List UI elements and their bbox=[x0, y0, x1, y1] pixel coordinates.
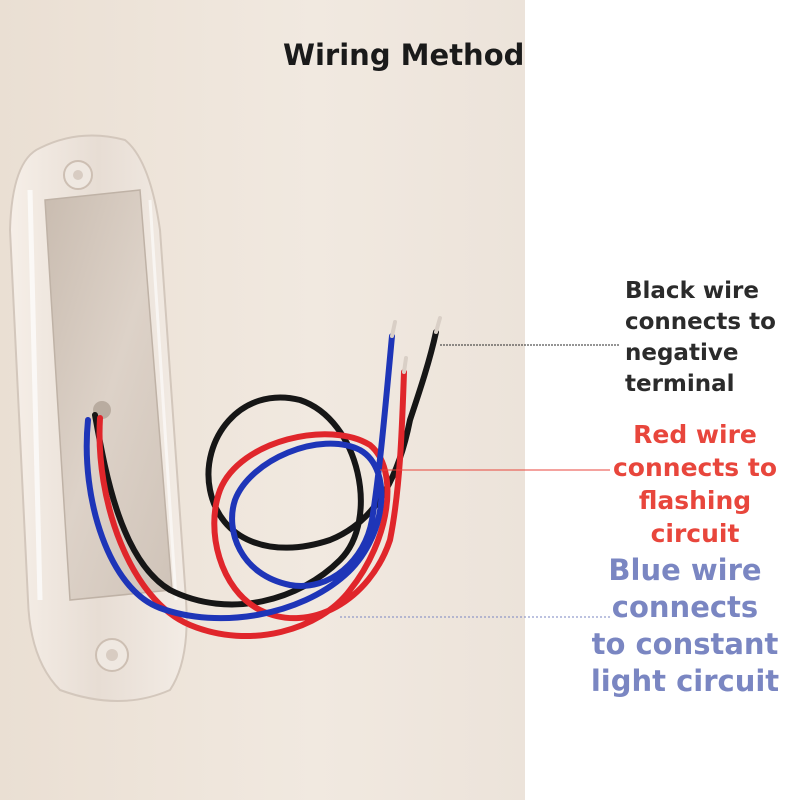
leader-lines bbox=[340, 344, 620, 618]
black-wire-label: Black wire connects to negative terminal bbox=[625, 278, 776, 397]
wires bbox=[83, 316, 442, 639]
red-wire-label: Red wire connects to flashing circuit bbox=[612, 420, 778, 548]
blue-wire-label: Blue wire connects to constant light cir… bbox=[590, 553, 780, 698]
page-title: Wiring Method bbox=[283, 38, 525, 72]
